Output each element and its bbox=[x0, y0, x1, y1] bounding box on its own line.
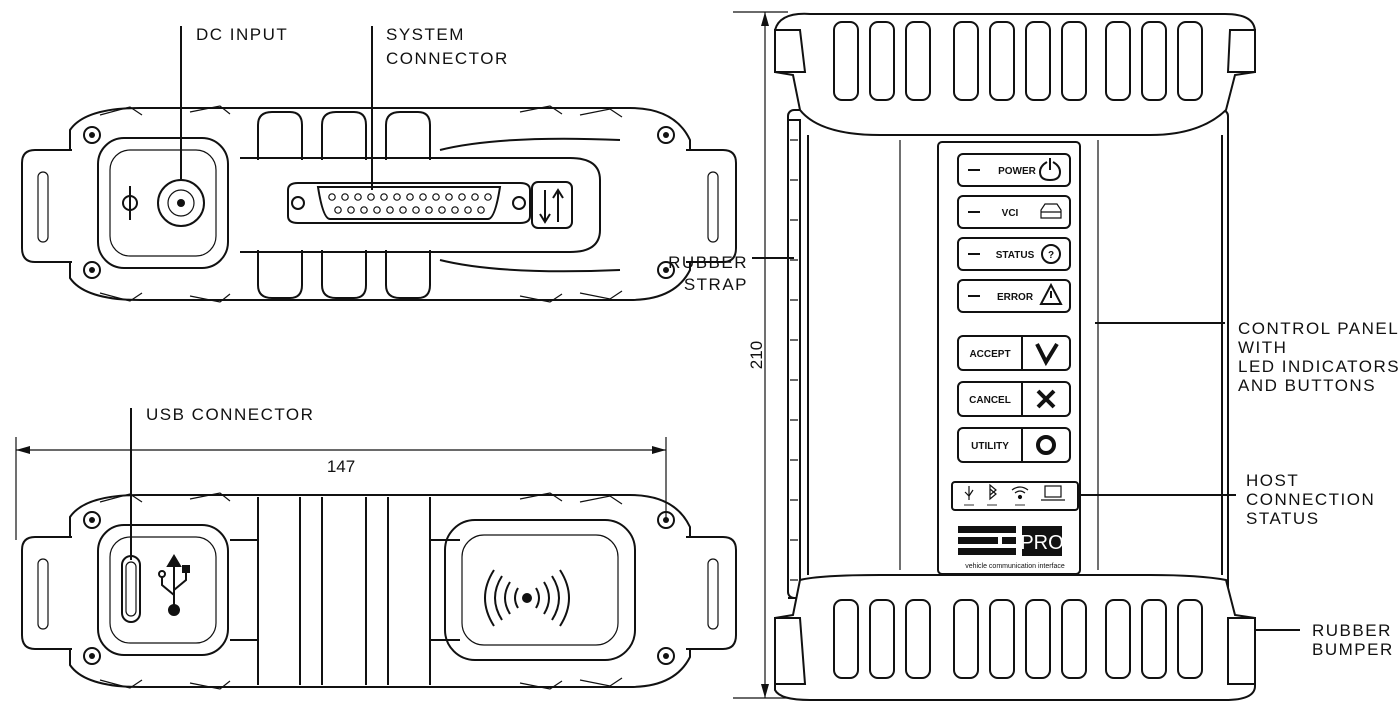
label-dc-input: DC INPUT bbox=[196, 25, 288, 44]
db-pin bbox=[471, 193, 479, 201]
label-usb-connector: USB CONNECTOR bbox=[146, 405, 314, 424]
db-pin bbox=[360, 206, 368, 214]
db-pin bbox=[406, 193, 414, 201]
bottom-side-view bbox=[21, 492, 737, 690]
label-control-panel-4: AND BUTTONS bbox=[1238, 376, 1376, 395]
usb-icon bbox=[158, 554, 190, 616]
db-pin bbox=[464, 206, 472, 214]
utility-label: UTILITY bbox=[971, 441, 1009, 452]
laptop-icon bbox=[1041, 485, 1065, 501]
car-icon bbox=[1040, 203, 1062, 219]
label-rubber-strap-1: RUBBER bbox=[668, 253, 748, 272]
label-control-panel-1: CONTROL PANEL bbox=[1238, 319, 1399, 338]
label-rubber-bumper-1: RUBBER bbox=[1312, 621, 1392, 640]
label-control-panel-2: WITH bbox=[1238, 338, 1287, 357]
db-pin bbox=[373, 206, 381, 214]
db-pin bbox=[380, 193, 388, 201]
dimension-width: 147 bbox=[327, 457, 355, 476]
db-pin bbox=[412, 206, 420, 214]
indicator-label-status: STATUS bbox=[996, 250, 1035, 261]
check-icon bbox=[1035, 342, 1059, 367]
db-pin bbox=[425, 206, 433, 214]
label-host-3: STATUS bbox=[1246, 509, 1320, 528]
brand-tagline: vehicle communication interface bbox=[965, 563, 1065, 570]
warning-icon bbox=[1039, 282, 1063, 305]
db-pin bbox=[347, 206, 355, 214]
brand-pro: PRO bbox=[1020, 532, 1063, 554]
question-icon: ? bbox=[1041, 244, 1061, 264]
usb-status-icon bbox=[964, 486, 974, 500]
db-pin bbox=[334, 206, 342, 214]
db-pins bbox=[328, 193, 492, 214]
dimension-height: 210 bbox=[747, 341, 766, 369]
indicator-error: ERROR bbox=[957, 279, 1071, 313]
wifi-icon bbox=[1011, 486, 1029, 500]
circle-icon bbox=[1036, 435, 1056, 455]
db-pin bbox=[328, 193, 336, 201]
cancel-label: CANCEL bbox=[969, 395, 1011, 406]
label-connector: CONNECTOR bbox=[386, 49, 509, 68]
indicator-label-power: POWER bbox=[998, 166, 1037, 177]
indicator-label-vci: VCI bbox=[1002, 208, 1019, 219]
cancel-button[interactable]: CANCEL bbox=[957, 381, 1071, 417]
indicator-vci: VCI bbox=[957, 195, 1071, 229]
label-rubber-strap-2: STRAP bbox=[684, 275, 748, 294]
callouts: DC INPUT SYSTEM CONNECTOR USB CONNECTOR … bbox=[15, 11, 1400, 699]
label-system: SYSTEM bbox=[386, 25, 465, 44]
power-icon bbox=[1038, 158, 1062, 182]
db-pin bbox=[341, 193, 349, 201]
top-side-view bbox=[21, 105, 737, 303]
db-pin bbox=[484, 193, 492, 201]
db-pin bbox=[438, 206, 446, 214]
db-pin bbox=[432, 193, 440, 201]
db-pin bbox=[386, 206, 394, 214]
label-host-2: CONNECTION bbox=[1246, 490, 1375, 509]
indicator-status: STATUS ? bbox=[957, 237, 1071, 271]
accept-button[interactable]: ACCEPT bbox=[957, 335, 1071, 371]
db-pin bbox=[393, 193, 401, 201]
db-pin bbox=[445, 193, 453, 201]
svg-text:?: ? bbox=[1048, 250, 1054, 261]
label-control-panel-3: LED INDICATORS bbox=[1238, 357, 1400, 376]
db-pin bbox=[399, 206, 407, 214]
label-rubber-bumper-2: BUMPER bbox=[1312, 640, 1394, 659]
brand-logo: PRO vehicle communication interface bbox=[958, 526, 1065, 570]
db-pin bbox=[451, 206, 459, 214]
utility-button[interactable]: UTILITY bbox=[957, 427, 1071, 463]
label-host-1: HOST bbox=[1246, 471, 1299, 490]
accept-label: ACCEPT bbox=[969, 349, 1010, 360]
db-pin bbox=[367, 193, 375, 201]
db-pin bbox=[354, 193, 362, 201]
indicator-power: POWER bbox=[957, 153, 1071, 187]
indicator-label-error: ERROR bbox=[997, 292, 1034, 303]
db-pin bbox=[419, 193, 427, 201]
control-panel bbox=[937, 141, 1081, 575]
wireless-icon bbox=[484, 569, 570, 627]
db-pin bbox=[458, 193, 466, 201]
front-view: POWER VCI STATUS ? bbox=[774, 12, 1256, 701]
bluetooth-icon bbox=[989, 483, 997, 501]
db-pin bbox=[477, 206, 485, 214]
x-icon bbox=[1036, 389, 1056, 409]
